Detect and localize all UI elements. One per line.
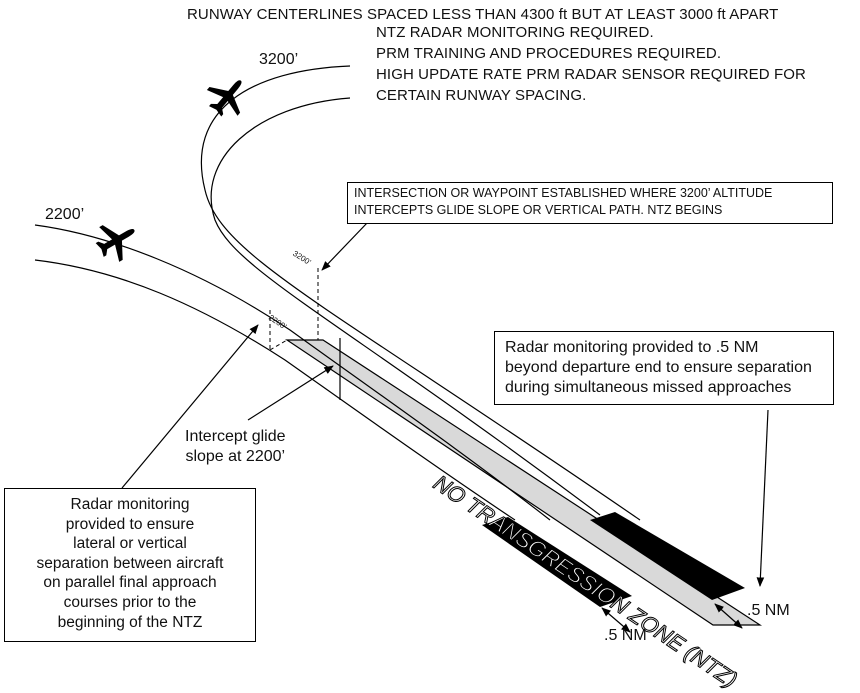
lower-runway <box>482 517 632 607</box>
airplane-icon <box>95 225 135 262</box>
radar-lateral-line-4: separation between aircraft <box>36 554 224 572</box>
distance-left-label: .5 NM <box>604 627 647 644</box>
header-line-1: RUNWAY CENTERLINES SPACED LESS THAN 4300… <box>187 6 779 23</box>
intersection-note-line-1: INTERSECTION OR WAYPOINT ESTABLISHED WHE… <box>354 186 773 200</box>
lateral-leader-arrow <box>121 324 259 489</box>
radar-lateral-note-box: Radar monitoring provided to ensure late… <box>4 488 256 642</box>
radar-departure-line-1: Radar monitoring provided to .5 NM <box>505 339 759 356</box>
radar-lateral-line-5: on parallel final approach <box>43 574 217 592</box>
distance-right-arrow <box>714 603 743 629</box>
approach-diagram <box>34 65 769 633</box>
distance-left-arrow <box>601 607 631 633</box>
intercept-label-line-1: Intercept glide <box>185 428 286 445</box>
header-line-3: PRM TRAINING AND PROCEDURES REQUIRED. <box>376 45 722 62</box>
header-line-4: HIGH UPDATE RATE PRM RADAR SENSOR REQUIR… <box>376 66 806 83</box>
header-line-5: CERTAIN RUNWAY SPACING. <box>376 87 587 104</box>
lower-intercept-base <box>269 339 288 351</box>
distance-right-label: .5 NM <box>747 602 790 619</box>
upper-runway <box>590 512 745 600</box>
radar-lateral-line-1: Radar monitoring <box>70 496 190 513</box>
radar-lateral-line-2: provided to ensure <box>65 515 195 533</box>
intercept-label-line-2: slope at 2200’ <box>185 448 286 465</box>
radar-departure-line-2: beyond departure end to ensure separatio… <box>505 359 812 376</box>
lower-approach-path-outer <box>34 224 551 521</box>
intercept-leader-arrow <box>247 365 334 421</box>
altitude-label-lower: 2200’ <box>45 206 85 223</box>
intersection-leader-arrow <box>321 221 369 271</box>
radar-departure-line-3: during simultaneous missed approaches <box>505 379 792 396</box>
intersection-note-line-2: INTERCEPTS GLIDE SLOPE OR VERTICAL PATH.… <box>354 203 723 217</box>
upper-approach-path-inner <box>210 97 601 516</box>
header-line-2: NTZ RADAR MONITORING REQUIRED. <box>376 24 654 41</box>
airplane-icon <box>206 80 242 117</box>
intercept-glide-slope-label: Intercept glide slope at 2200’ <box>185 427 286 467</box>
departure-leader-arrow <box>756 409 769 587</box>
radar-lateral-line-6: courses prior to the <box>63 593 197 611</box>
lower-approach-path-inner <box>34 259 516 521</box>
radar-lateral-line-7: beginning of the NTZ <box>57 613 203 631</box>
altitude-label-upper: 3200’ <box>259 51 299 68</box>
intersection-note-box: INTERSECTION OR WAYPOINT ESTABLISHED WHE… <box>347 182 833 224</box>
radar-lateral-line-3: lateral or vertical <box>73 535 187 553</box>
radar-departure-note-box: Radar monitoring provided to .5 NM beyon… <box>494 331 834 405</box>
